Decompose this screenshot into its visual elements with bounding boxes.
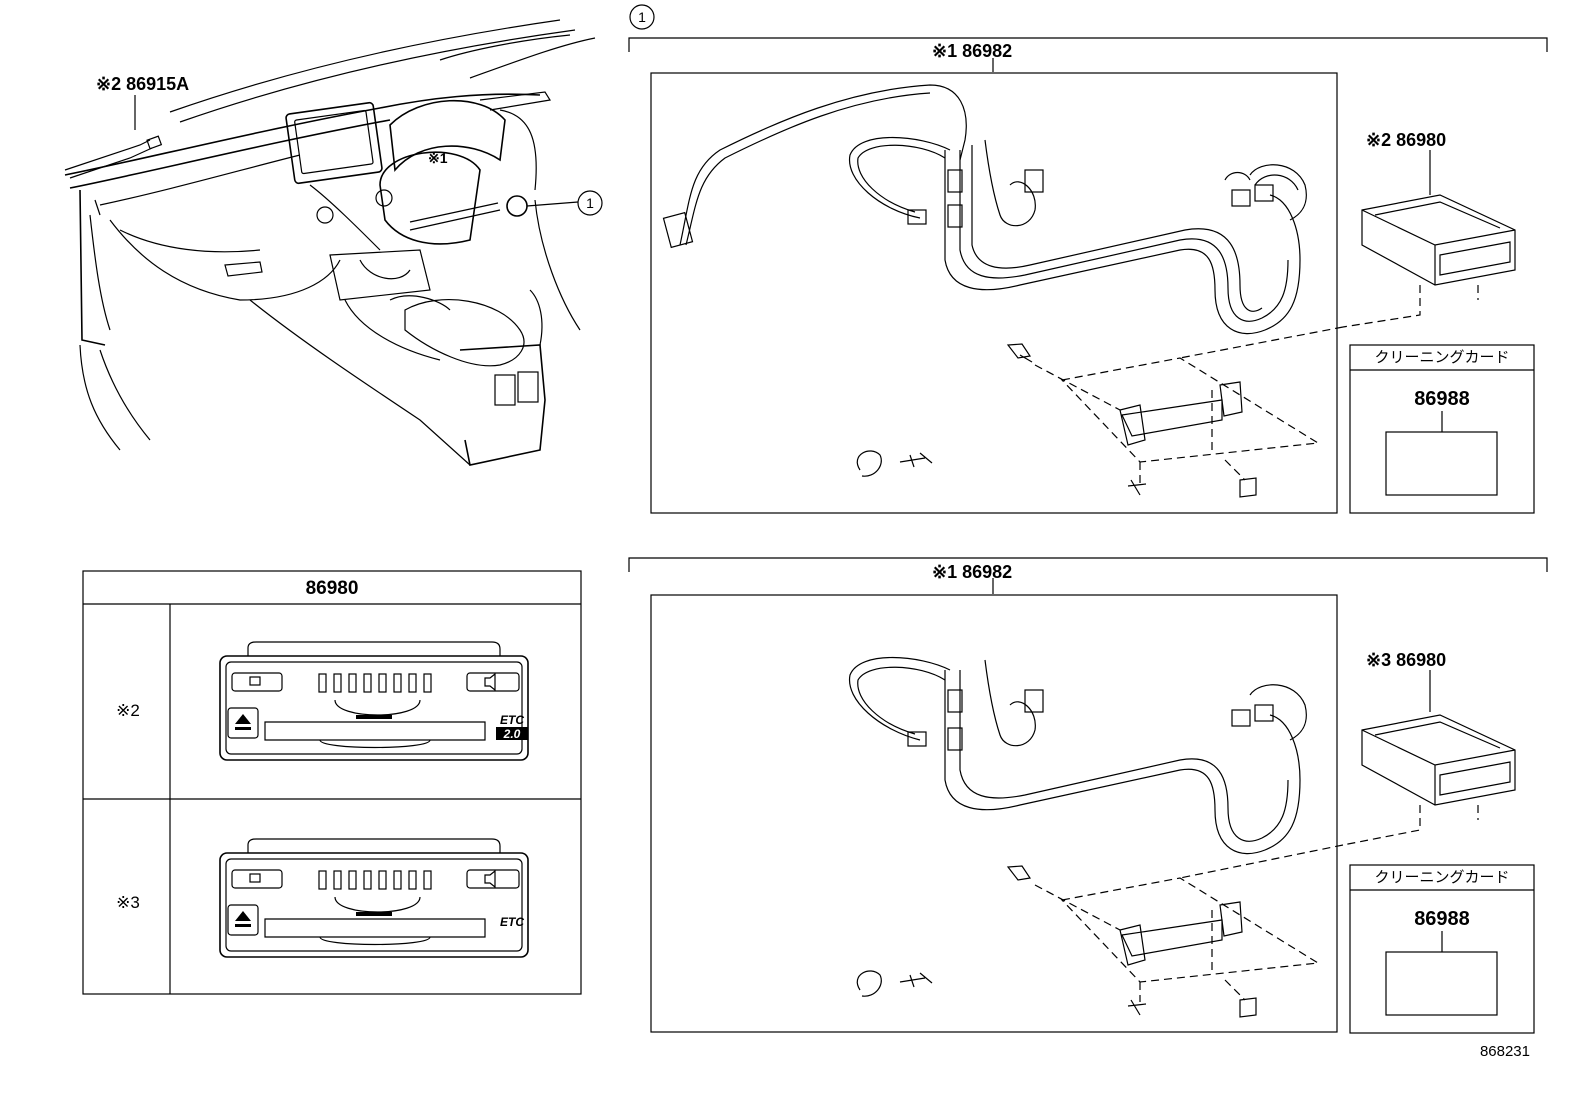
variant-table bbox=[82, 570, 582, 995]
etc-unit-top bbox=[1342, 150, 1516, 328]
card-top-number: 86988 bbox=[1414, 388, 1470, 410]
etc-unit-bottom bbox=[1342, 670, 1516, 846]
unit-bottom-leader bbox=[1179, 844, 1344, 879]
table-header: 86980 bbox=[306, 578, 359, 599]
unit-top-leader bbox=[1179, 326, 1344, 359]
card-top-header: クリーニングカード bbox=[1374, 348, 1509, 366]
top-assembly-bracket bbox=[628, 37, 1548, 72]
harness-top-label: ※1 86982 bbox=[932, 41, 1012, 61]
callout-1-dashboard: 1 bbox=[577, 190, 603, 216]
dash-note-mark: ※1 bbox=[428, 150, 448, 166]
callout-1-header: 1 bbox=[629, 4, 655, 30]
etc-faceplate-etc bbox=[219, 838, 529, 958]
harness-bottom-box bbox=[650, 594, 1338, 1033]
dashboard-illustration bbox=[64, 19, 596, 466]
etc-faceplate-etc20 bbox=[219, 641, 529, 761]
etc-badge-background bbox=[496, 727, 528, 740]
etc-badge-top: ETC bbox=[500, 713, 524, 727]
unit-bottom-label: ※3 86980 bbox=[1366, 650, 1446, 670]
cleaning-card-bottom-box bbox=[1349, 864, 1535, 1034]
harness-top-box bbox=[650, 72, 1338, 514]
cleaning-card-top-box bbox=[1349, 344, 1535, 514]
indicator-led-row bbox=[318, 870, 432, 890]
svg-text:1: 1 bbox=[638, 9, 646, 25]
antenna-part-label: ※2 86915A bbox=[96, 74, 189, 94]
indicator-led-row bbox=[318, 673, 432, 693]
etc-badge-top: ETC bbox=[500, 915, 524, 929]
etc-badge-version: 2.0 bbox=[503, 727, 521, 741]
diagram-id: 868231 bbox=[1480, 1043, 1530, 1060]
harness-bottom-label: ※1 86982 bbox=[932, 562, 1012, 582]
unit-top-label: ※2 86980 bbox=[1366, 130, 1446, 150]
bottom-assembly-bracket bbox=[628, 557, 1548, 594]
svg-text:1: 1 bbox=[586, 195, 594, 211]
parts-diagram: 1 1 ※2 86915A ※1 ※1 86982 bbox=[64, 4, 1548, 1060]
table-row-mark: ※2 bbox=[116, 701, 140, 720]
table-row-mark: ※3 bbox=[116, 893, 140, 912]
card-bottom-number: 86988 bbox=[1414, 908, 1470, 930]
card-bottom-header: クリーニングカード bbox=[1374, 868, 1509, 886]
